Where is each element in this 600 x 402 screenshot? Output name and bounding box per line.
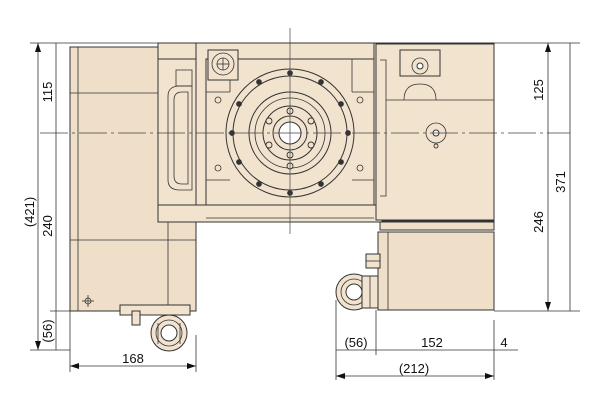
- dim-left-total: (421): [22, 197, 37, 227]
- right-housing: [375, 43, 495, 231]
- dim-right-total: 371: [553, 171, 568, 193]
- body-port-marks: [214, 96, 364, 172]
- dimension-labels: (421) 115 240 (56) 168 125 246 371 (56) …: [22, 79, 568, 376]
- dim-left-mid: 240: [40, 215, 55, 237]
- dim-bottom-right-total: (212): [399, 361, 429, 376]
- right-lower-motor: [335, 231, 495, 311]
- dim-bottom-right-a: (56): [344, 335, 367, 350]
- dim-right-top: 125: [531, 79, 546, 101]
- left-connector: [119, 304, 191, 352]
- dim-bottom-right-c: 4: [500, 335, 507, 350]
- dim-left-bottom: (56): [40, 319, 55, 342]
- top-left-fitting: [207, 49, 239, 81]
- dim-bottom-left: 168: [122, 351, 144, 366]
- dim-bottom-right-b: 152: [421, 335, 443, 350]
- dimension-lines: [30, 42, 580, 380]
- dim-right-mid: 246: [531, 211, 546, 233]
- dim-left-top: 115: [40, 82, 55, 103]
- center-lines: [40, 28, 570, 234]
